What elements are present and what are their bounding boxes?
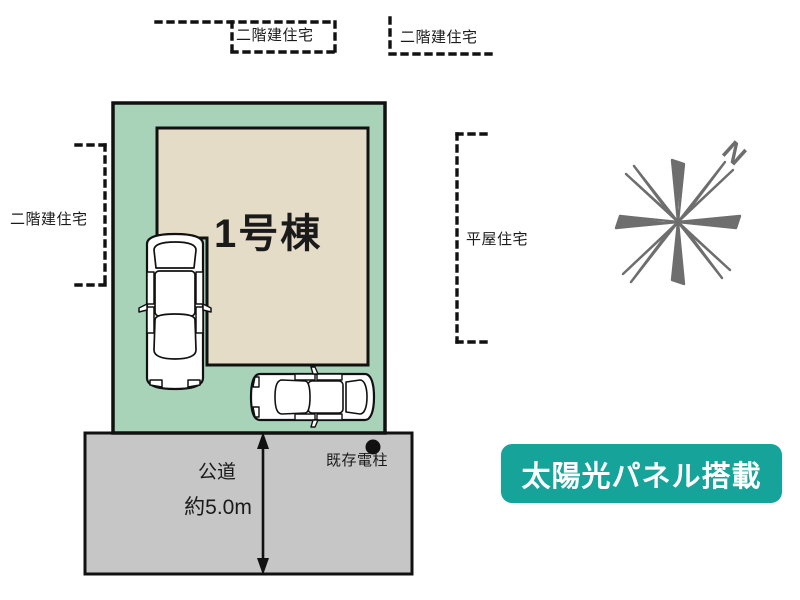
neighbor-bracket-west bbox=[71, 143, 107, 287]
utility-pole-label: 既存電柱 bbox=[326, 452, 389, 469]
neighbor-bracket-north-east bbox=[388, 16, 498, 56]
neighbor-bracket-east bbox=[455, 132, 489, 344]
solar-panel-badge-label: 太陽光パネル搭載 bbox=[521, 460, 762, 493]
utility-pole-marker bbox=[365, 439, 381, 455]
solar-panel-badge: 太陽光パネル搭載 bbox=[501, 444, 782, 503]
compass-rose-icon: N bbox=[614, 135, 752, 286]
neighbor-label-west: 二階建住宅 bbox=[10, 211, 88, 228]
public-road-area bbox=[83, 431, 414, 576]
parking-car-horizontal bbox=[249, 366, 376, 428]
neighbor-label-east: 平屋住宅 bbox=[466, 231, 529, 248]
road-width-label: 約5.0m bbox=[184, 496, 252, 519]
road-width-dimension-arrow bbox=[257, 432, 269, 575]
road-name-label: 公道 bbox=[197, 462, 236, 483]
neighbor-bracket-north-west bbox=[154, 20, 337, 54]
building-title-label: 1号棟 bbox=[214, 212, 323, 256]
parking-car-vertical bbox=[138, 232, 212, 391]
neighbor-label-north-east: 二階建住宅 bbox=[400, 29, 478, 46]
neighbor-label-north-west: 二階建住宅 bbox=[236, 27, 314, 44]
